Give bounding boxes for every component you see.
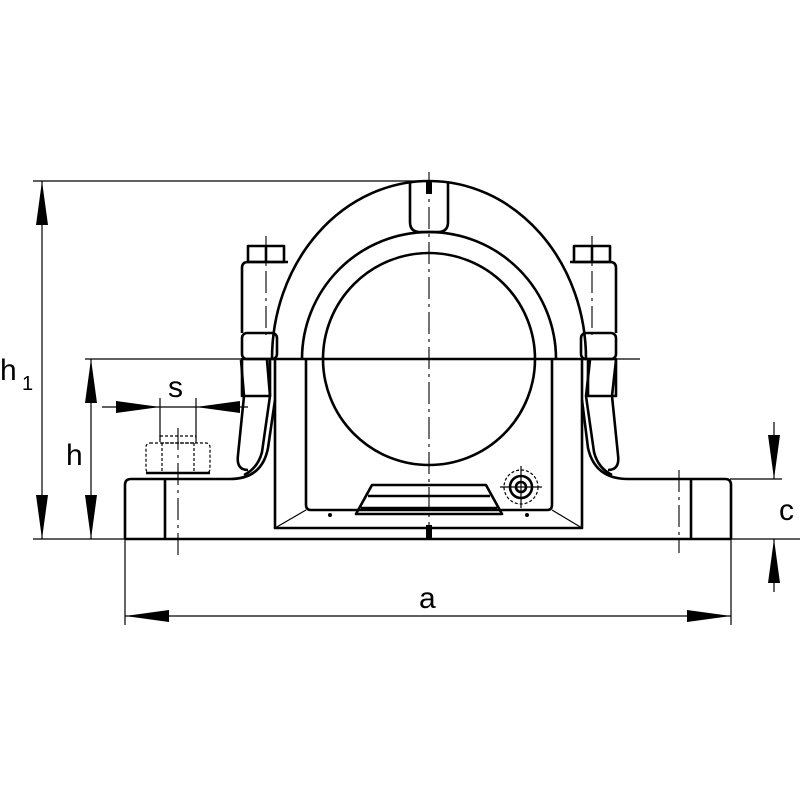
drain-marker <box>426 525 432 539</box>
label-s: s <box>168 371 183 404</box>
grease-nipple-icon <box>500 466 542 508</box>
label-h1: h <box>0 354 17 387</box>
label-c: c <box>779 494 794 527</box>
label-h: h <box>66 439 83 472</box>
extension-lines <box>33 180 800 625</box>
center-lines <box>177 172 593 560</box>
dimension-a: a <box>125 582 731 622</box>
dimension-h: h <box>66 359 97 539</box>
cap-bolt-right <box>570 244 618 398</box>
cap-bolt-left <box>240 244 288 398</box>
label-a: a <box>419 582 436 615</box>
dimension-c: c <box>768 422 794 592</box>
label-h1-subscript: 1 <box>22 373 33 395</box>
housing-base <box>123 359 733 541</box>
dimension-s: s <box>102 371 248 413</box>
dimension-h1: h 1 <box>0 181 48 539</box>
